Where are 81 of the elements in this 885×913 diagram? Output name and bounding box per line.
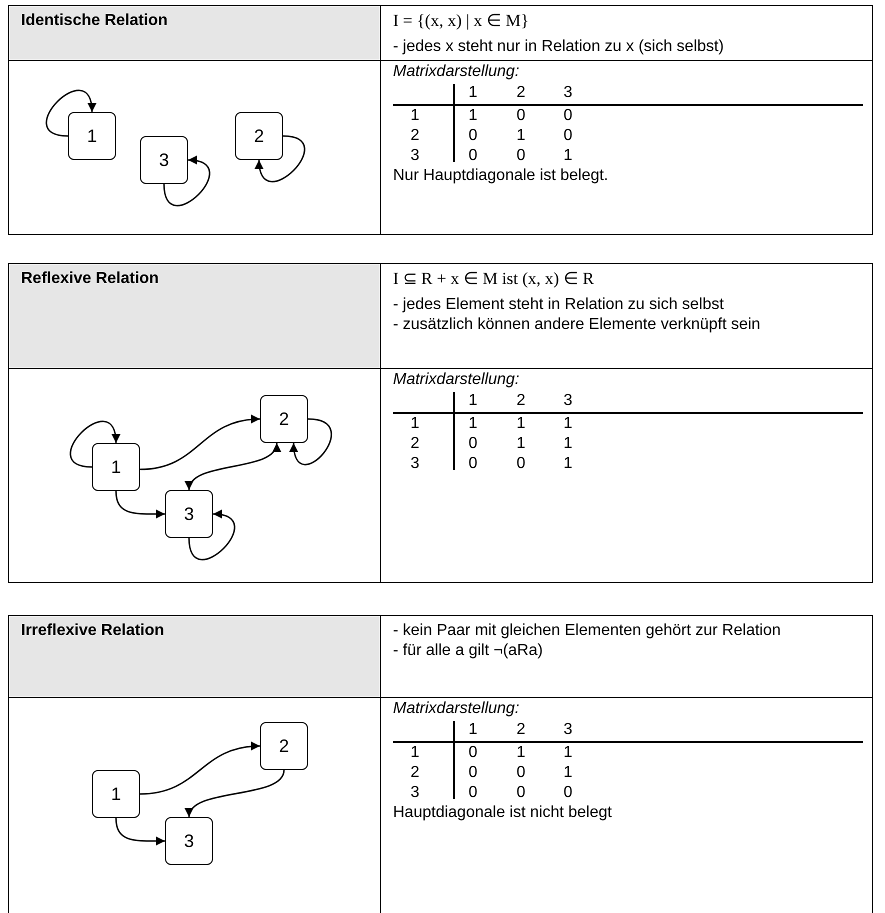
matrix-value: 0 [516,783,526,802]
matrix-header: 3 [410,146,420,165]
matrix-header: 2 [516,391,526,410]
matrix-value: 1 [562,743,574,762]
graph-node: 2 [260,722,308,770]
matrix-header: 1 [468,720,478,739]
arrow [115,818,165,846]
matrix-caption: Matrixdarstellung: [393,370,520,390]
graph-node: 1 [92,443,140,491]
matrix-value: 0 [562,783,574,802]
matrix-value: 0 [468,783,478,802]
graph-node: 1 [68,112,116,160]
matrix-value: 1 [516,743,526,762]
matrix-value: 0 [516,106,526,125]
table-heading: Irreflexive Relation [21,622,164,640]
arrow [290,418,332,466]
matrix-header: 2 [516,83,526,102]
arrow [188,510,236,560]
arrow [140,742,260,795]
matrix-value: 1 [468,106,478,125]
graph-node: 3 [165,817,213,865]
matrix-header: 2 [516,720,526,739]
arrow [115,490,165,519]
matrix-value: 1 [516,414,526,433]
arrow [140,415,260,470]
matrix-value: 0 [468,146,478,165]
table-heading: Identische Relation [21,12,168,30]
description-text: - jedes Element steht in Relation zu sich selbst [393,295,725,315]
arrow [70,420,120,468]
matrix-value: 0 [516,454,526,473]
description-text: - kein Paar mit gleichen Elementen gehört zur Relation [393,621,782,641]
graph-node: 3 [165,490,213,538]
matrix-header: 3 [410,783,420,802]
matrix-value: 0 [468,454,478,473]
matrix-value: 0 [468,763,478,782]
matrix-header: 1 [410,743,420,762]
matrix-value: 1 [516,434,526,453]
matrix-value: 1 [468,414,478,433]
matrix-value: 1 [562,763,574,782]
matrix-value: 1 [562,414,574,433]
matrix-header: 3 [410,454,420,473]
matrix-value: 0 [562,126,574,145]
matrix-value: 1 [562,146,574,165]
matrix-header: 1 [410,414,420,433]
arrow [187,770,285,818]
matrix-header: 3 [562,720,574,739]
matrix-header: 2 [410,763,420,782]
matrix-value: 1 [562,434,574,453]
matrix-header: 2 [410,126,420,145]
matrix-value: 0 [516,763,526,782]
description-text: - zusätzlich können andere Elemente verknüpft sein [393,315,762,335]
arrow [186,442,279,490]
formula: I ⊆ R + x ∈ M ist (x, x) ∈ R [393,269,595,289]
matrix-caption: Matrixdarstellung: [393,699,520,719]
matrix-value: 0 [562,106,574,125]
matrix-value: 0 [468,743,478,762]
table-heading: Reflexive Relation [21,270,159,288]
graph-node: 3 [140,136,188,184]
formula: I = {(x, x) | x ∈ M} [393,11,530,31]
matrix-value: 0 [468,126,478,145]
graph-node: 1 [92,770,140,818]
note-text: Hauptdiagonale ist nicht belegt [393,803,612,823]
matrix-header: 1 [468,391,478,410]
matrix-value: 1 [516,126,526,145]
matrix-header: 1 [468,83,478,102]
matrix-value: 0 [516,146,526,165]
matrix-value: 0 [468,434,478,453]
graph-node: 2 [260,395,308,443]
matrix-header: 1 [410,106,420,125]
matrix-caption: Matrixdarstellung: [393,62,520,82]
graph-node: 2 [235,112,283,160]
matrix-header: 3 [562,391,574,410]
note-text: Nur Hauptdiagonale ist belegt. [393,166,608,186]
arrow [256,135,306,182]
arrow [163,156,210,206]
matrix-value: 1 [562,454,574,473]
description-text: - jedes x steht nur in Relation zu x (sich selbst) [393,37,725,57]
arrow [46,90,96,137]
matrix-header: 2 [410,434,420,453]
matrix-header: 3 [562,83,574,102]
description-text: - für alle a gilt ¬(aRa) [393,641,544,661]
